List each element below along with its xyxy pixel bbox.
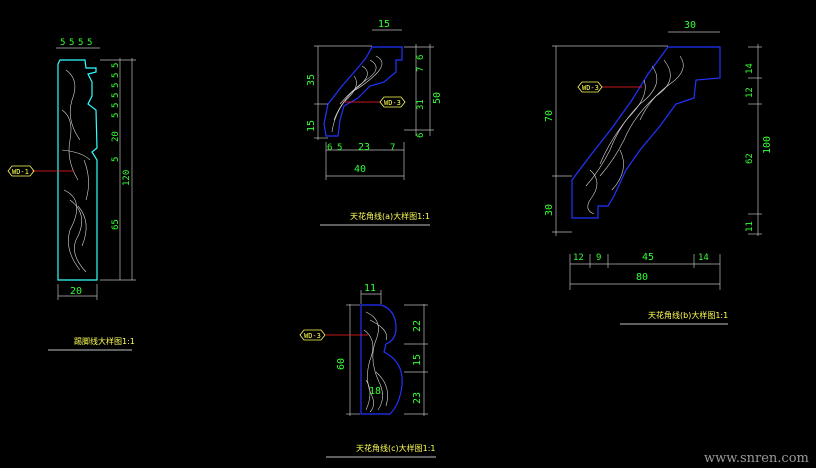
crown-a-dim-left-lower: 15 (306, 120, 317, 132)
crown-b-dim-bottom-2: 9 (596, 253, 601, 263)
crown-a-dim-right-2: 7 (416, 67, 426, 72)
crown-c-dim-right-1: 22 (412, 320, 423, 332)
crown-c-detail: 11 60 22 15 23 18 WD-3 天花角线(c)大样图1:1 (299, 283, 436, 458)
crown-b-dim-right-4: 11 (745, 221, 755, 232)
crown-b-wood-grain (585, 55, 684, 215)
crown-a-dim-bottom-1: 6 (327, 143, 332, 153)
crown-b-profile (571, 46, 721, 219)
crown-a-dim-bottom-total: 40 (354, 164, 366, 175)
skirting-dim-lines (56, 47, 136, 300)
skirting-dim-right-5: 5 (111, 103, 121, 108)
watermark: www.snren.com (704, 451, 809, 466)
crown-a-profile (323, 46, 403, 137)
skirting-profile (57, 59, 98, 281)
skirting-dim-right-8: 5 (111, 157, 121, 162)
crown-c-dim-right-2: 15 (412, 354, 423, 366)
crown-c-title: 天花角线(c)大样图1:1 (356, 443, 436, 453)
crown-a-dim-left-upper: 35 (306, 74, 317, 86)
crown-b-dim-right-1: 14 (745, 63, 755, 74)
crown-b-dim-top: 30 (684, 20, 696, 31)
crown-c-tag-shape (299, 329, 326, 341)
crown-b-dim-bottom-1: 12 (573, 253, 584, 263)
crown-c-dim-lines (346, 290, 428, 416)
crown-c-dim-top: 11 (364, 283, 376, 294)
skirting-dim-top-2: 5 (69, 38, 74, 48)
skirting-dim-right-3: 5 (111, 83, 121, 88)
crown-b-tag: WD-3 (582, 84, 599, 92)
crown-b-dim-lines (552, 31, 762, 290)
crown-c-dim-right-3: 23 (412, 392, 423, 404)
crown-a-tag-shape (379, 96, 406, 108)
skirting-dim-right-4: 5 (111, 93, 121, 98)
skirting-dim-lower: 65 (111, 219, 121, 230)
crown-c-wood-grain (363, 311, 388, 413)
crown-b-dim-left-upper: 70 (544, 110, 555, 122)
crown-a-dim-bottom-2: 5 (337, 143, 342, 153)
crown-b-dim-bottom-4: 14 (698, 253, 709, 263)
crown-b-tag-shape (577, 81, 603, 93)
crown-b-dim-right-total: 100 (762, 136, 773, 154)
skirting-wood-grain (61, 69, 91, 273)
crown-b-dim-bottom-total: 80 (636, 272, 648, 283)
skirting-detail: 5 5 5 5 5 5 5 5 5 5 20 5 120 65 20 WD-1 … (7, 38, 136, 351)
crown-c-dim-left: 60 (336, 358, 347, 370)
crown-b-dim-bottom-3: 45 (642, 252, 654, 263)
crown-a-dim-bottom-4: 7 (390, 143, 395, 153)
crown-a-title: 天花角线(a)大样图1:1 (350, 211, 430, 221)
skirting-dim-right-1: 5 (111, 63, 121, 68)
skirting-dim-top-4: 5 (87, 38, 92, 48)
skirting-tag: WD-1 (12, 168, 29, 176)
skirting-dim-width: 20 (70, 286, 82, 297)
skirting-tag-shape (7, 165, 35, 177)
crown-b-title: 天花角线(b)大样图1:1 (648, 310, 728, 320)
skirting-dim-right-2: 5 (111, 73, 121, 78)
crown-a-dim-right-3: 31 (416, 99, 426, 110)
crown-a-detail: 15 35 15 6 7 31 6 50 6 5 23 7 40 WD-3 天花… (306, 19, 443, 226)
skirting-dim-right-7: 20 (111, 131, 121, 142)
skirting-dim-top-3: 5 (78, 38, 83, 48)
crown-c-tag: WD-3 (304, 332, 321, 340)
skirting-dim-total: 120 (122, 170, 132, 186)
skirting-title: 踢脚线大样图1:1 (74, 336, 135, 346)
crown-a-dim-lines (314, 29, 434, 180)
crown-a-tag: WD-3 (384, 99, 401, 107)
crown-a-dim-top: 15 (378, 19, 390, 30)
crown-b-dim-right-2: 12 (745, 87, 755, 98)
crown-a-dim-right-total: 50 (432, 92, 443, 104)
crown-b-detail: 30 70 30 14 12 62 11 100 12 9 45 14 80 W… (544, 20, 773, 325)
crown-c-dim-inner: 18 (369, 386, 381, 397)
crown-a-dim-bottom-3: 23 (358, 142, 370, 153)
crown-a-dim-right-4: 6 (416, 133, 426, 138)
crown-b-dim-right-3: 62 (745, 153, 755, 164)
crown-b-dim-left-lower: 30 (544, 204, 555, 216)
crown-c-profile (360, 304, 403, 415)
crown-a-dim-right-1: 6 (416, 55, 426, 60)
skirting-dim-top-1: 5 (60, 38, 65, 48)
skirting-dim-right-6: 5 (111, 113, 121, 118)
